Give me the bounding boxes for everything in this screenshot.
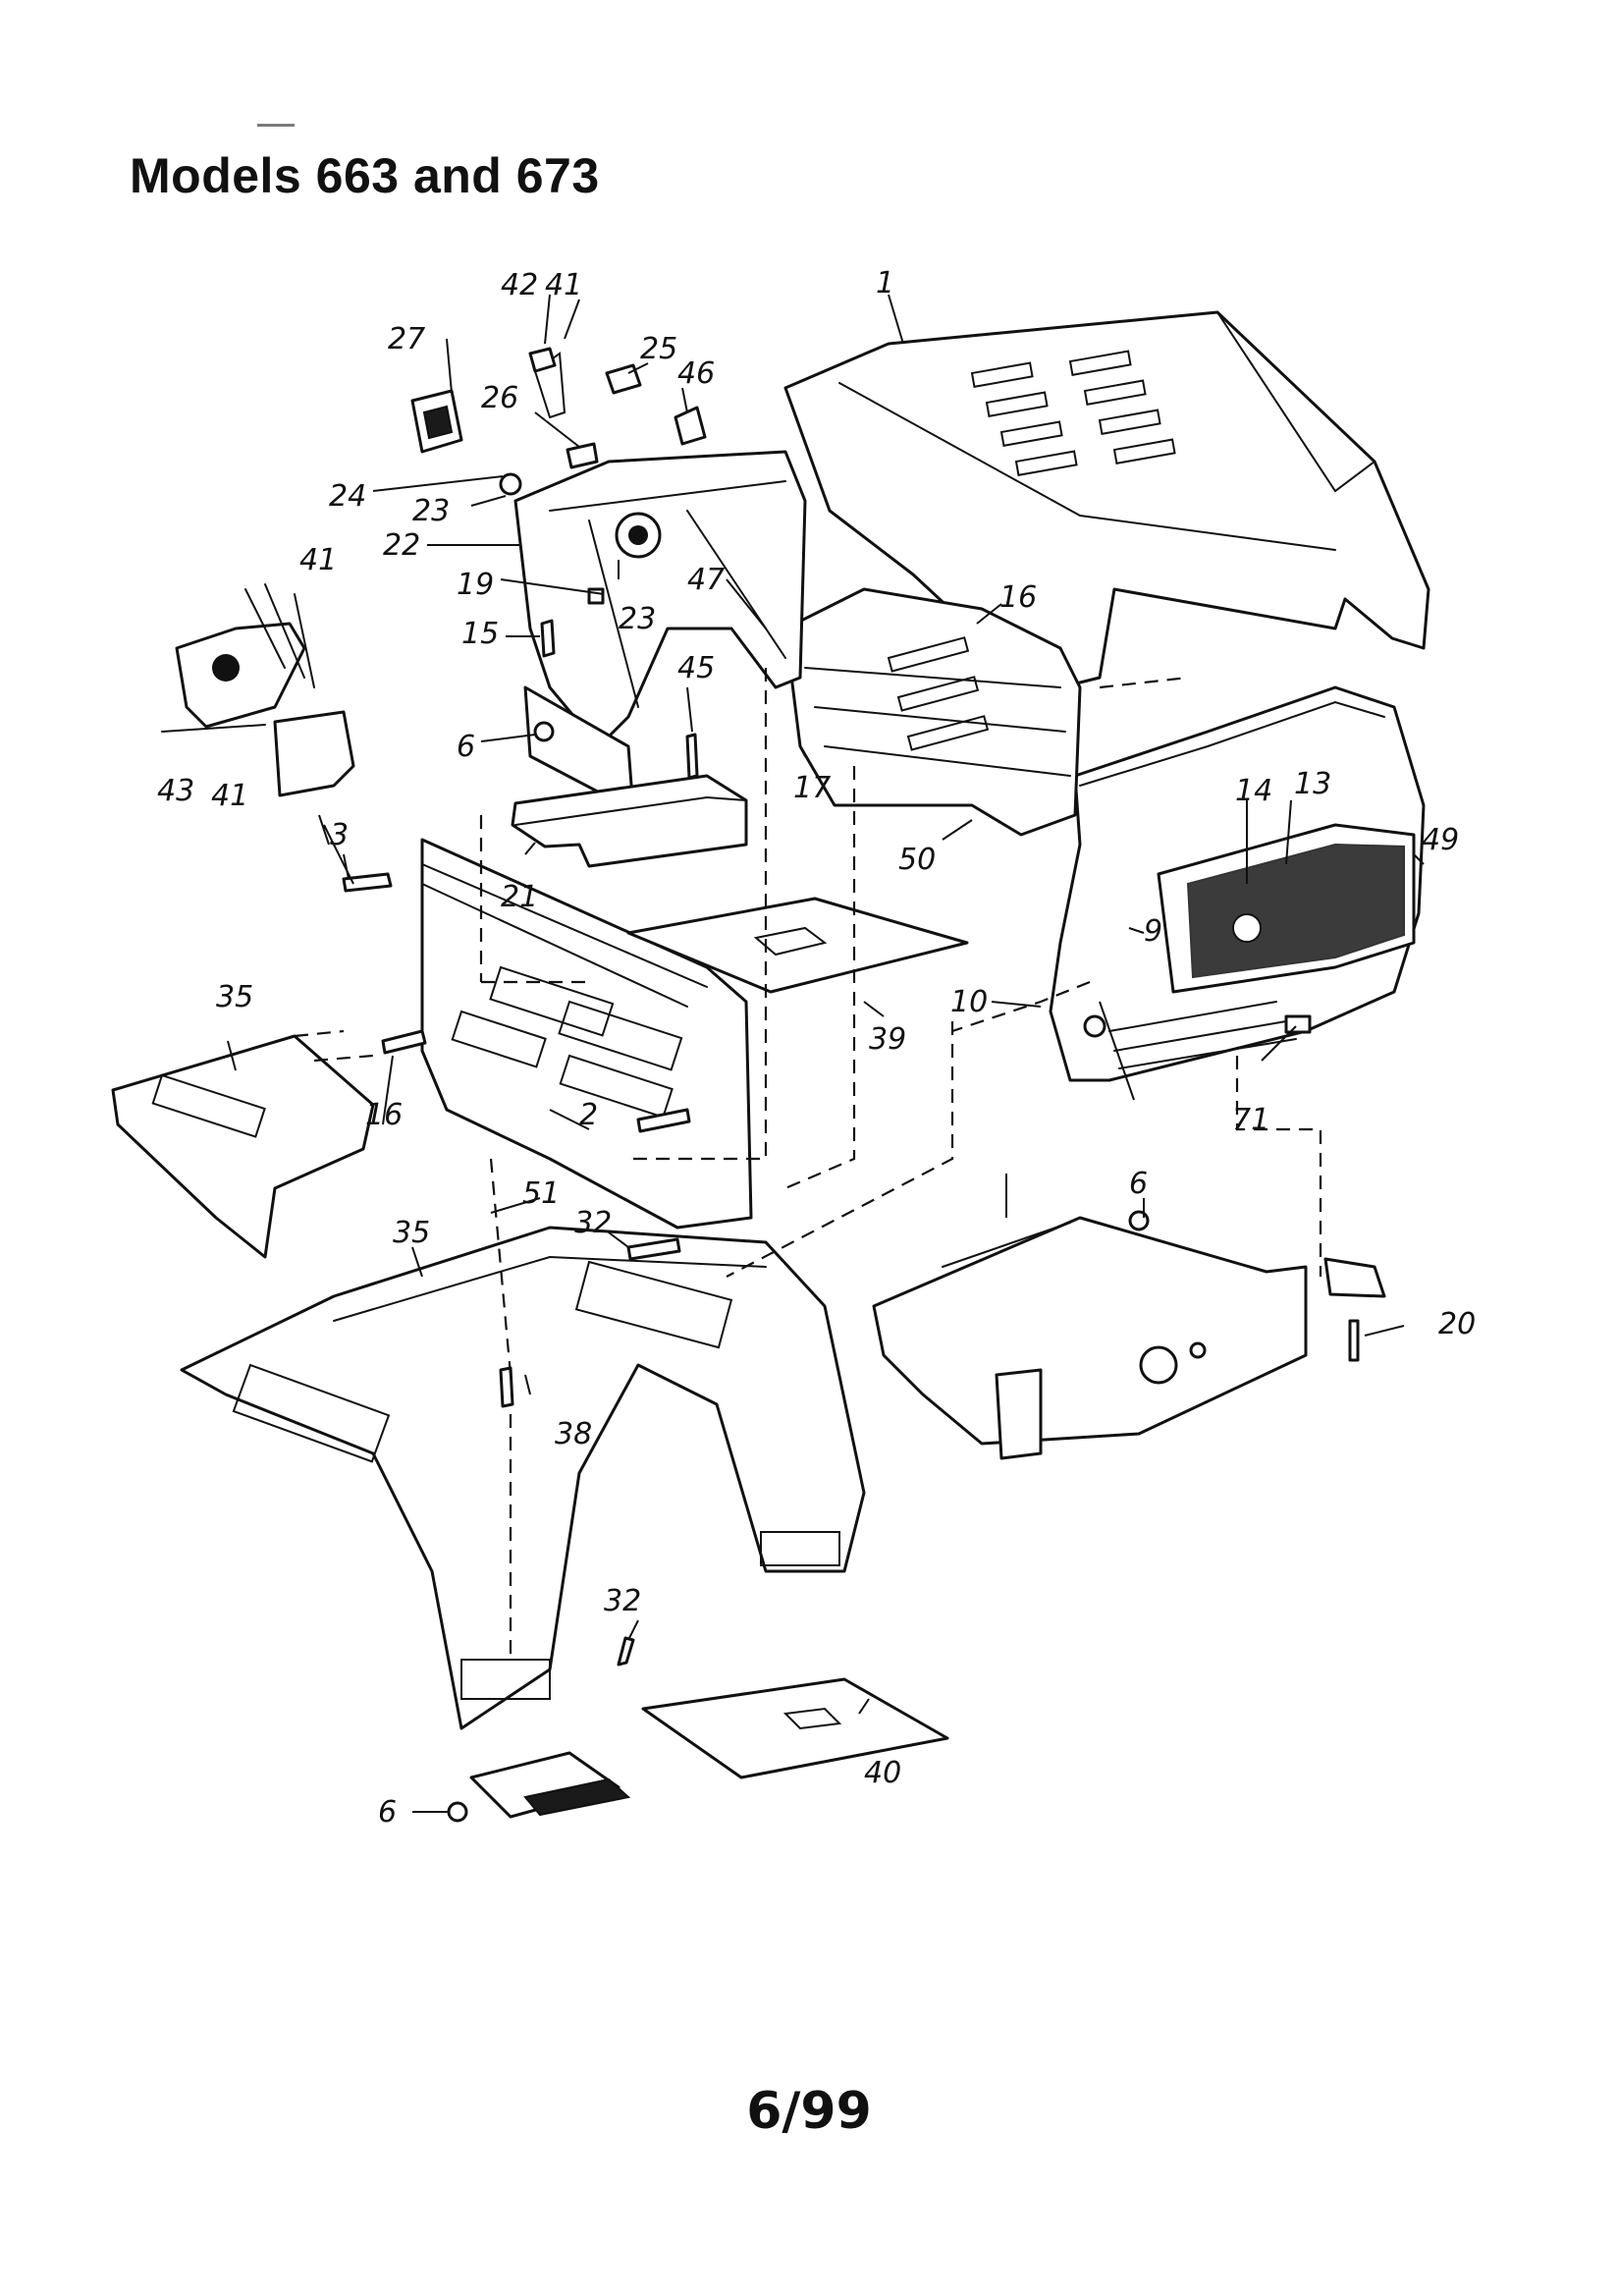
chassis-frame-part [872, 1210, 1386, 1460]
callout-21: 21 [501, 880, 538, 914]
page-number: 6/99 [746, 2082, 872, 2141]
callout-50: 50 [898, 843, 936, 877]
dash-console-part [513, 450, 807, 812]
leader-lines [227, 294, 1425, 1813]
callout-6-lower: 6 [378, 1795, 397, 1830]
callout-35-upper: 35 [216, 980, 253, 1014]
callout-42: 42 [501, 268, 538, 302]
hood-vents [970, 350, 1176, 476]
callout-16-hood: 16 [999, 580, 1037, 615]
rear-fender-upper [111, 1029, 375, 1259]
callout-46: 46 [677, 356, 715, 391]
bolt-16-left [381, 1029, 427, 1055]
rear-fender-main [180, 1226, 866, 1730]
callout-47: 47 [687, 563, 725, 597]
callout-32-upper: 32 [574, 1206, 612, 1240]
page-title: Models 663 and 673 [130, 148, 600, 203]
assembly-guide-lines [479, 668, 1322, 1660]
callout-41-left: 41 [299, 543, 337, 577]
callout-25: 25 [640, 332, 677, 366]
callout-38: 38 [555, 1417, 592, 1451]
callout-45: 45 [677, 651, 715, 685]
callout-15: 15 [461, 617, 499, 651]
callout-1: 1 [876, 266, 894, 301]
callout-2: 2 [579, 1098, 598, 1132]
callout-19: 19 [457, 568, 494, 602]
callout-13: 13 [1294, 767, 1331, 801]
front-panel-part [420, 838, 753, 1230]
hood-part [783, 310, 1430, 694]
callout-6-dash: 6 [457, 730, 475, 764]
callout-35-lower: 35 [393, 1216, 430, 1250]
callout-22: 22 [383, 528, 420, 563]
callout-20: 20 [1438, 1307, 1476, 1341]
callout-labels: 1 2 3 6 6 6 9 10 13 14 15 16 16 17 19 20… [157, 266, 1476, 1830]
left-bracket-assembly [161, 583, 355, 797]
header-mark [257, 124, 295, 127]
callout-51: 51 [522, 1176, 560, 1211]
callout-49: 49 [1422, 823, 1459, 857]
callout-6-chassis: 6 [1129, 1167, 1148, 1201]
callout-26: 26 [481, 381, 518, 415]
callout-41-top: 41 [545, 268, 582, 302]
callout-17: 17 [793, 771, 831, 805]
callout-40: 40 [864, 1756, 901, 1790]
callout-3: 3 [330, 818, 349, 852]
callout-23-right: 23 [619, 602, 656, 636]
callout-41-bottom: 41 [211, 779, 248, 813]
callout-43: 43 [157, 774, 194, 808]
grille-housing-part [1049, 685, 1426, 1082]
callout-9: 9 [1144, 914, 1162, 949]
callout-10: 10 [950, 985, 988, 1019]
callout-14: 14 [1235, 774, 1272, 808]
support-bracket-part [511, 733, 748, 868]
callout-16-panel: 16 [365, 1098, 403, 1132]
callout-39: 39 [869, 1022, 906, 1057]
callout-27: 27 [388, 322, 425, 356]
bolt-3 [342, 872, 393, 893]
callout-24: 24 [329, 479, 366, 514]
floor-plate-39 [626, 897, 969, 994]
dash-fasteners [533, 619, 556, 742]
bolt-2 [636, 1108, 691, 1133]
bolt-32-upper [626, 1237, 681, 1261]
part-71 [1284, 1014, 1312, 1034]
callout-71: 71 [1232, 1103, 1269, 1137]
side-panel-part [783, 587, 1082, 837]
screw-38 [499, 1366, 514, 1408]
callout-23-left: 23 [412, 494, 450, 528]
lower-fasteners [447, 1636, 949, 1823]
callout-32-lower: 32 [604, 1584, 641, 1618]
